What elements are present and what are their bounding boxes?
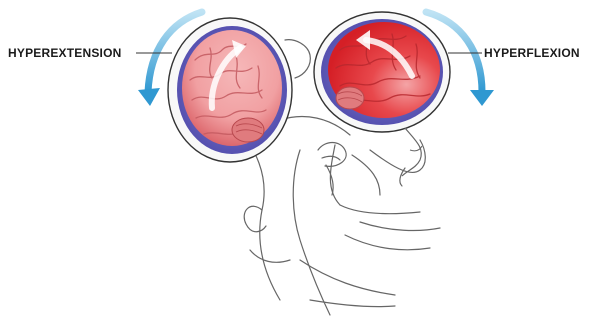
right-arrowhead [470,90,494,106]
hyperflexion-label: HYPERFLEXION [484,46,580,60]
hyperextension-label: HYPEREXTENSION [8,46,122,60]
left-skull [168,18,292,162]
right-skull [314,12,450,176]
left-arrowhead [138,88,160,106]
